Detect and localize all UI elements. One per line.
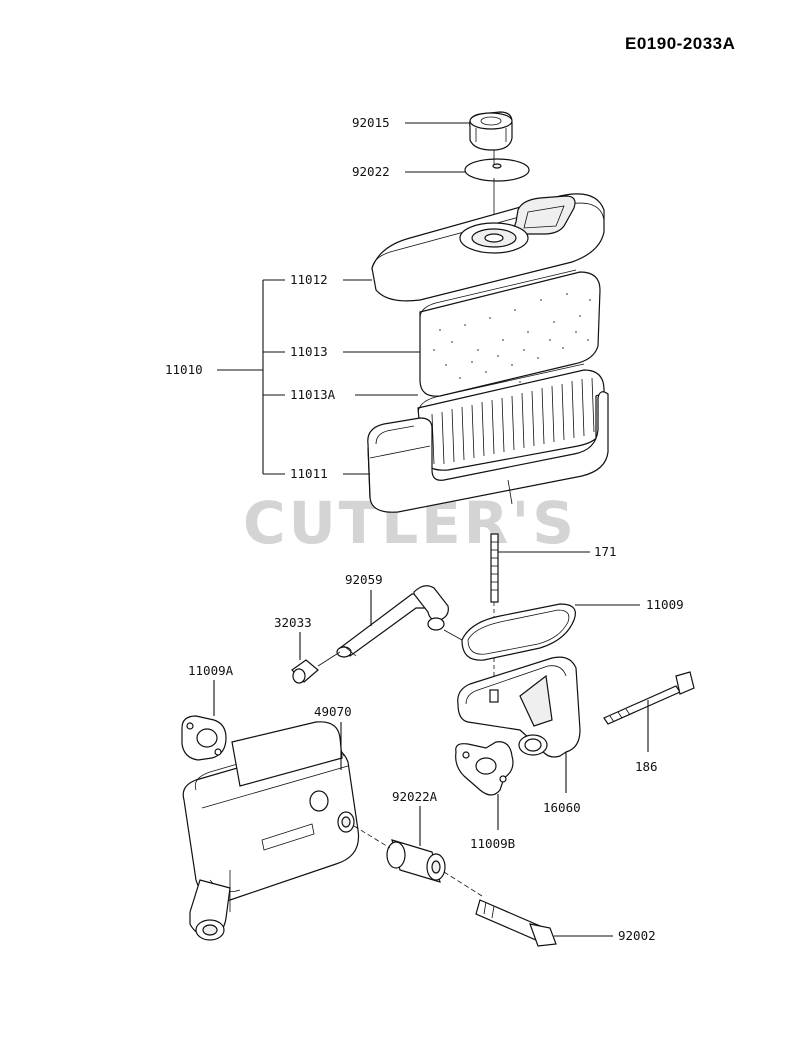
breather-tube: [336, 585, 449, 658]
label-49070: 49070: [314, 704, 352, 719]
label-11009A: 11009A: [188, 663, 234, 678]
paper-pleats: [431, 377, 595, 465]
label-92059: 92059: [345, 572, 383, 587]
label-11009: 11009: [646, 597, 684, 612]
label-11010: 11010: [165, 362, 203, 377]
washer: [464, 158, 530, 182]
foam-element: [419, 269, 601, 397]
label-11013A: 11013A: [290, 387, 336, 402]
bracket-11010: [217, 279, 285, 475]
diagram-id: E0190-2033A: [625, 34, 736, 53]
muffler-gasket: [181, 715, 227, 761]
label-92015: 92015: [352, 115, 390, 130]
label-92002: 92002: [618, 928, 656, 943]
plug: [291, 659, 319, 684]
label-11011: 11011: [290, 466, 328, 481]
label-16060: 16060: [543, 800, 581, 815]
air-cleaner-base: [367, 391, 609, 513]
label-11013: 11013: [290, 344, 328, 359]
label-32033: 32033: [274, 615, 312, 630]
flange-gasket: [455, 741, 514, 796]
air-cleaner-cover: [371, 193, 605, 302]
gasket-ring: [461, 603, 576, 661]
intake-elbow: [457, 656, 581, 758]
muffler: [182, 721, 360, 941]
cap-knob: [469, 111, 513, 151]
label-11009B: 11009B: [470, 836, 515, 851]
label-92022A: 92022A: [392, 789, 438, 804]
label-92022: 92022: [352, 164, 390, 179]
long-bolt: [603, 671, 695, 725]
stud: [490, 533, 499, 603]
short-bolt: [475, 899, 557, 947]
label-186: 186: [635, 759, 658, 774]
label-11012: 11012: [290, 272, 328, 287]
label-171: 171: [594, 544, 617, 559]
spacer-tube: [386, 839, 446, 883]
foam-texture: [433, 293, 591, 383]
